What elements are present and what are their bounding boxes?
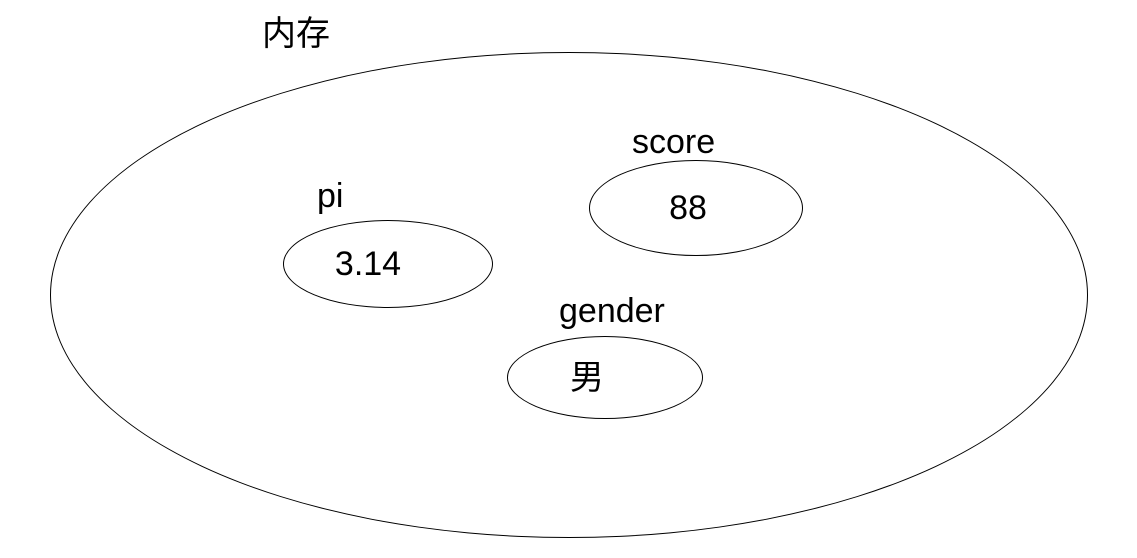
memory-ellipse xyxy=(50,52,1088,538)
variable-value-gender: 男 xyxy=(570,358,604,397)
variable-ellipse-gender: 男 xyxy=(507,336,703,419)
memory-label: 内存 xyxy=(262,15,330,53)
variable-ellipse-pi: 3.14 xyxy=(283,220,493,308)
variable-value-pi: 3.14 xyxy=(334,245,402,283)
variable-label-pi: pi xyxy=(317,177,344,215)
variable-value-score: 88 xyxy=(669,189,707,227)
variable-ellipse-score: 88 xyxy=(589,160,803,256)
variable-label-gender: gender xyxy=(559,292,665,330)
variable-label-score: score xyxy=(632,123,716,161)
